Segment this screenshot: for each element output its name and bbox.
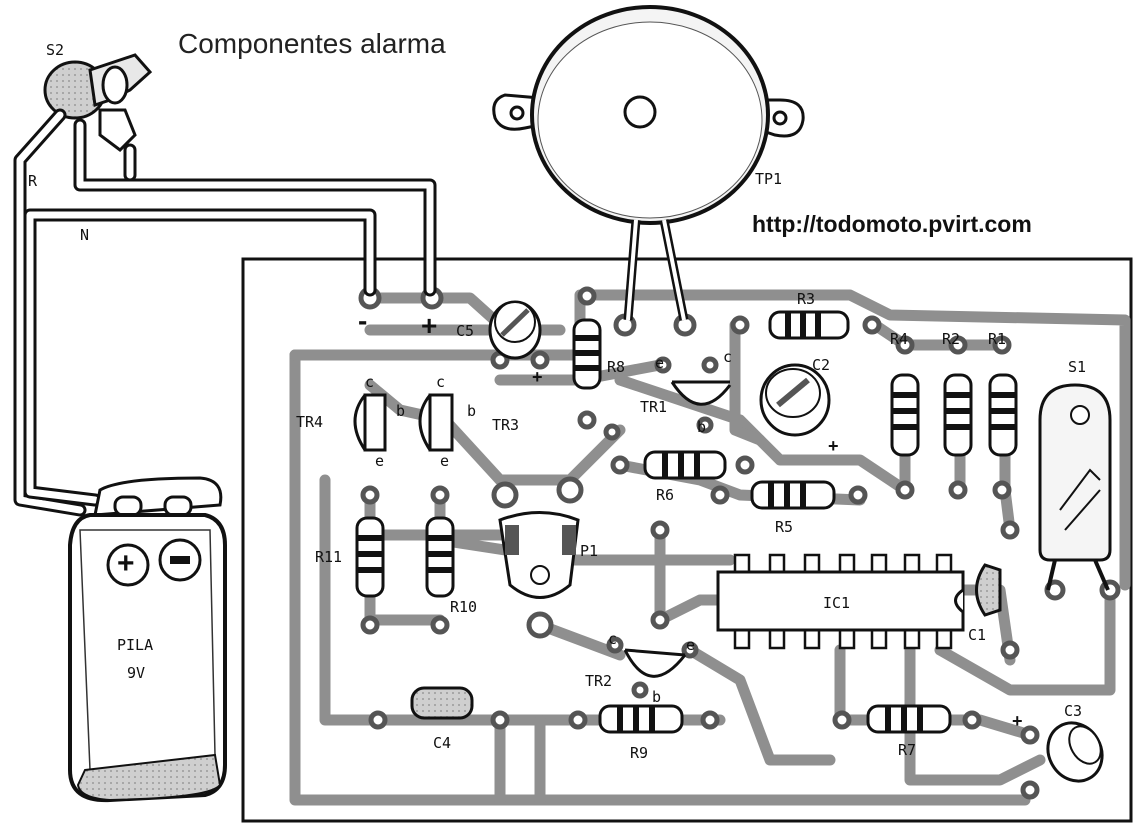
label-r10: R10 [450, 598, 477, 616]
label-tr2: TR2 [585, 672, 612, 690]
tr2-pin-c: c [608, 630, 617, 648]
label-s2: S2 [46, 41, 64, 59]
transistor-tr3 [418, 393, 454, 452]
capacitor-c4 [410, 686, 474, 720]
c2-plus: + [828, 436, 839, 456]
battery-plus-symbol: + [117, 547, 135, 580]
resistor-r6 [643, 450, 727, 480]
tr2-pin-b: b [652, 688, 661, 706]
battery-9v [68, 476, 227, 803]
transistor-tr4 [353, 393, 387, 452]
label-r4: R4 [890, 330, 908, 348]
label-r9: R9 [630, 744, 648, 762]
label-c2: C2 [812, 356, 830, 374]
resistor-r7 [866, 704, 952, 734]
tr3-pin-b: b [467, 402, 476, 420]
tr3-pin-c: c [436, 373, 445, 391]
label-r3: R3 [797, 290, 815, 308]
label-tp1: TP1 [755, 170, 782, 188]
label-c5: C5 [456, 322, 474, 340]
c5-plus: + [532, 367, 543, 387]
battery-label-line1: PILA [117, 636, 153, 654]
label-r7: R7 [898, 741, 916, 759]
capacitor-c5 [488, 300, 542, 360]
key-switch-s2 [43, 53, 153, 152]
label-p1: P1 [580, 542, 598, 560]
battery-label-line2: 9V [127, 664, 145, 682]
tr4-pin-c: c [365, 373, 374, 391]
ic1-chip [716, 553, 965, 650]
sensor-s1 [1038, 383, 1112, 591]
label-wire-black: N [80, 226, 89, 244]
tr1-pin-b: b [697, 418, 706, 436]
c3-plus: + [1012, 711, 1023, 731]
label-r2: R2 [942, 330, 960, 348]
capacitor-c1 [975, 563, 1002, 617]
resistor-r3 [768, 310, 850, 340]
label-tr4: TR4 [296, 413, 323, 431]
potentiometer-p1 [498, 511, 580, 599]
label-c1: C1 [968, 626, 986, 644]
resistor-r9 [598, 704, 684, 734]
label-r5: R5 [775, 518, 793, 536]
resistor-r5 [750, 480, 836, 510]
tr1-pin-c: c [723, 348, 732, 366]
resistor-r11 [355, 516, 385, 598]
transistor-tr1 [670, 380, 732, 406]
tr3-pin-e: e [440, 452, 449, 470]
piezo-buzzer-tp1 [492, 5, 805, 321]
label-s1: S1 [1068, 358, 1086, 376]
label-c3: C3 [1064, 702, 1082, 720]
tr4-pin-b: b [396, 402, 405, 420]
tr1-pin-e: e [655, 354, 664, 372]
resistor-r10 [425, 516, 455, 598]
label-r6: R6 [656, 486, 674, 504]
terminal-plus-label: + [421, 310, 437, 341]
label-r8: R8 [607, 358, 625, 376]
label-r1: R1 [988, 330, 1006, 348]
capacitor-c2 [759, 363, 831, 437]
website-url: http://todomoto.pvirt.com [752, 211, 1032, 237]
terminal-minus-label: - [358, 305, 367, 336]
label-tr1: TR1 [640, 398, 667, 416]
tr2-pin-e: e [686, 636, 695, 654]
resistor-r2 [943, 373, 973, 457]
label-tr3: TR3 [492, 416, 519, 434]
label-ic1: IC1 [823, 594, 850, 612]
label-c4: C4 [433, 734, 451, 752]
label-r11: R11 [315, 548, 342, 566]
resistor-r8 [572, 318, 602, 390]
transistor-tr2 [623, 648, 687, 678]
resistor-r4 [890, 373, 920, 457]
battery-wires [13, 108, 437, 517]
tr4-pin-e: e [375, 452, 384, 470]
label-wire-red: R [28, 172, 38, 190]
diagram-title: Componentes alarma [178, 28, 446, 59]
capacitor-c3 [1046, 721, 1104, 783]
resistor-r1 [988, 373, 1018, 457]
